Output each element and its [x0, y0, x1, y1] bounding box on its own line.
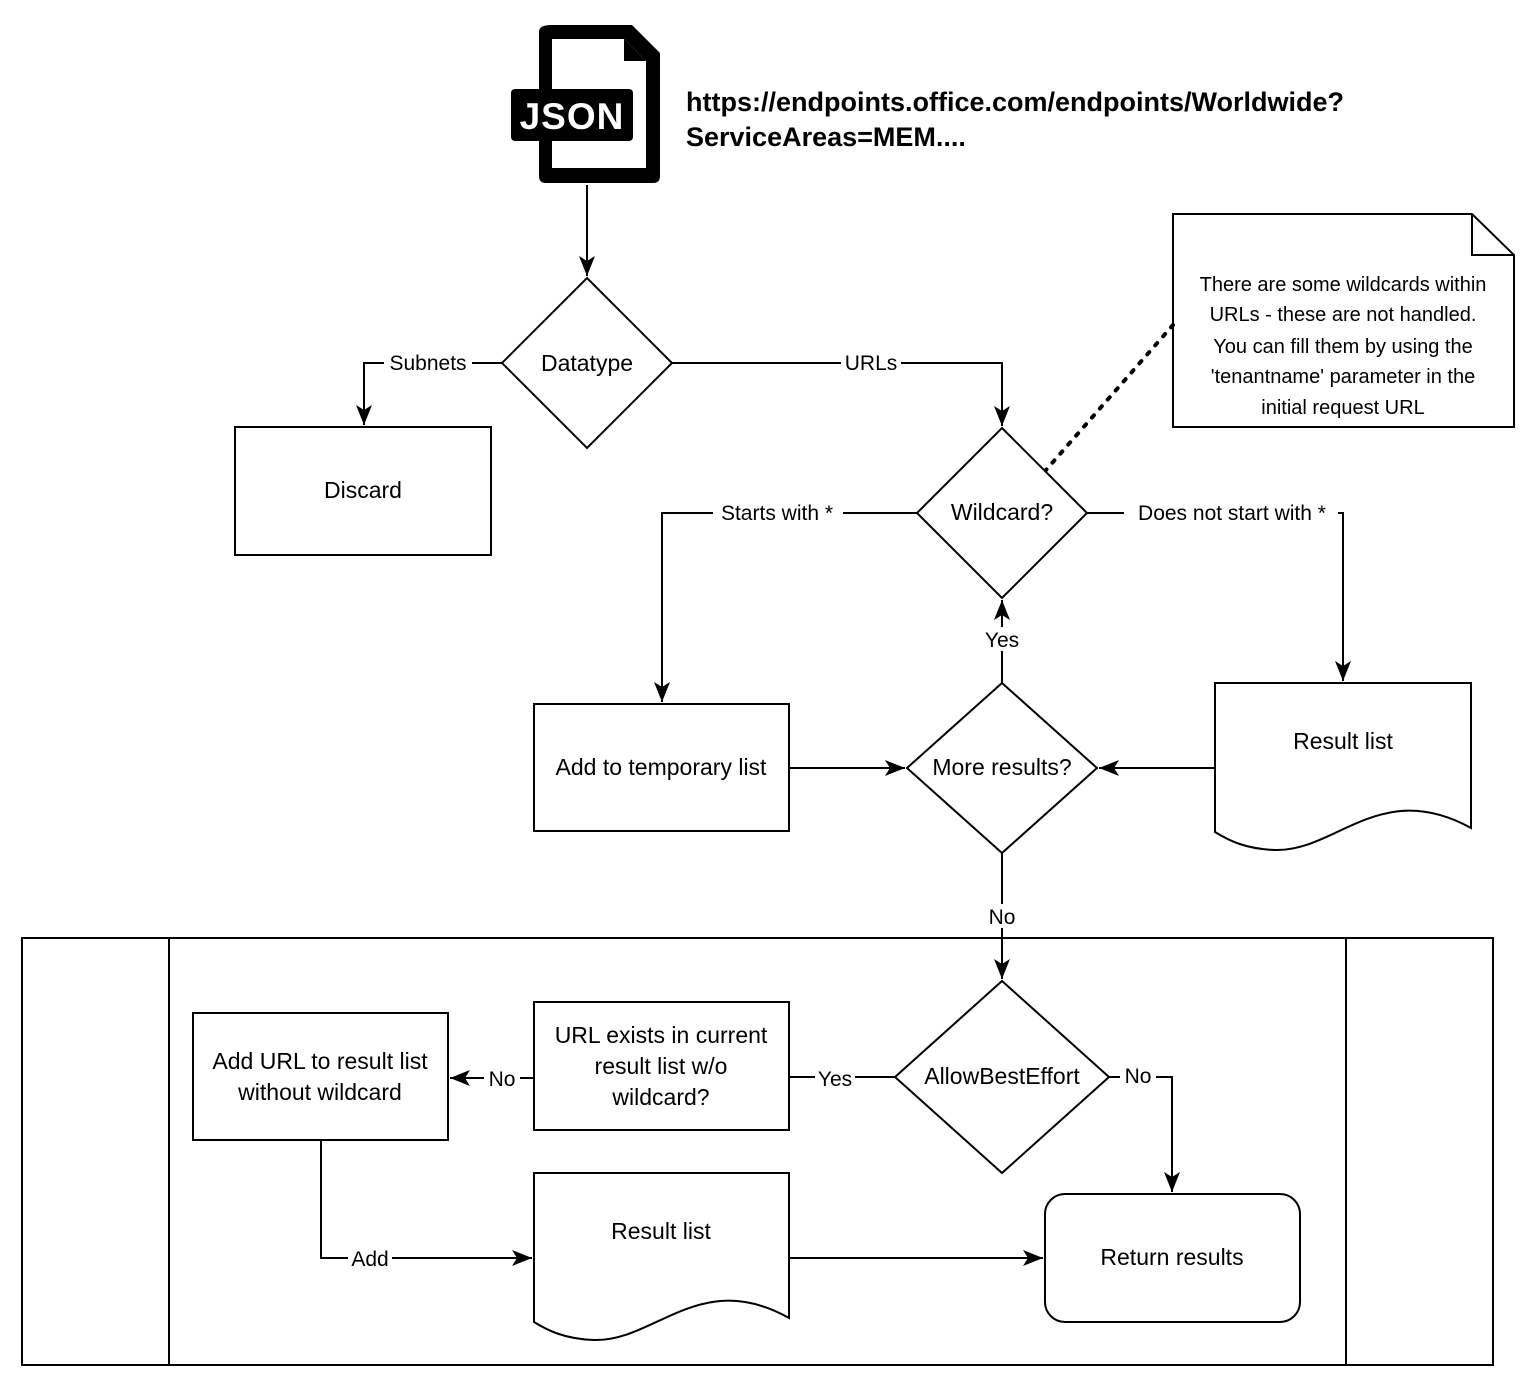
edge-label-add: Add	[351, 1248, 388, 1271]
json-icon-label: JSON	[520, 96, 625, 137]
result-list-top-document	[1214, 682, 1472, 852]
json-file-icon: JSON	[511, 25, 660, 183]
endpoint-url-line-1: https://endpoints.office.com/endpoints/W…	[686, 87, 1344, 117]
edge-label-not-starts-with: Does not start with *	[1138, 502, 1326, 525]
note-line-5: initial request URL	[1261, 397, 1424, 419]
note-line-1: There are some wildcards within	[1200, 274, 1487, 296]
url-exists-line-2: result list w/o	[595, 1053, 728, 1079]
wildcard-decision	[915, 426, 1089, 600]
note-line-4: 'tenantname' parameter in the	[1211, 366, 1475, 388]
datatype-decision	[500, 276, 674, 450]
add-temporary-list-box	[533, 703, 790, 832]
add-url-box	[192, 1012, 449, 1141]
add-url-line-1: Add URL to result list	[212, 1048, 428, 1074]
edge-label-no-down: No	[989, 906, 1016, 929]
result-list-top-label: Result list	[1293, 728, 1393, 754]
wildcard-label: Wildcard?	[951, 499, 1053, 525]
result-list-bottom-label: Result list	[611, 1218, 711, 1244]
edge-starts-with	[654, 512, 917, 702]
edge-label-no-right: No	[1125, 1065, 1152, 1088]
add-temporary-list-label: Add to temporary list	[556, 754, 768, 780]
more-results-label: More results?	[932, 754, 1071, 780]
allow-best-effort-label: AllowBestEffort	[924, 1063, 1080, 1089]
endpoint-url-line-2: ServiceAreas=MEM....	[686, 122, 966, 152]
edge-not-starts-with	[1087, 512, 1351, 681]
note-line-3: You can fill them by using the	[1213, 336, 1472, 358]
edge-label-starts-with: Starts with *	[721, 502, 833, 525]
datatype-label: Datatype	[541, 350, 633, 376]
note-line-2: URLs - these are not handled.	[1210, 304, 1477, 326]
return-results-label: Return results	[1100, 1244, 1243, 1270]
allow-best-effort-decision	[893, 979, 1111, 1175]
discard-box	[234, 426, 492, 556]
edge-label-no-left: No	[489, 1068, 516, 1091]
url-exists-line-1: URL exists in current	[555, 1022, 768, 1048]
edge-label-subnets: Subnets	[389, 352, 466, 375]
result-list-bottom-document	[533, 1172, 790, 1342]
add-url-line-2: without wildcard	[237, 1079, 402, 1105]
return-results-box	[1044, 1193, 1301, 1323]
edge-add	[320, 1140, 532, 1266]
edge-label-yes-left: Yes	[818, 1068, 852, 1091]
discard-label: Discard	[324, 477, 402, 503]
url-exists-box	[533, 1001, 790, 1131]
edge-label-urls: URLs	[845, 352, 898, 375]
note-connector	[1044, 323, 1175, 472]
note-box	[1172, 213, 1515, 428]
edge-label-yes-up: Yes	[985, 629, 1019, 652]
edge-urls	[672, 362, 1010, 426]
url-exists-line-3: wildcard?	[611, 1084, 709, 1110]
